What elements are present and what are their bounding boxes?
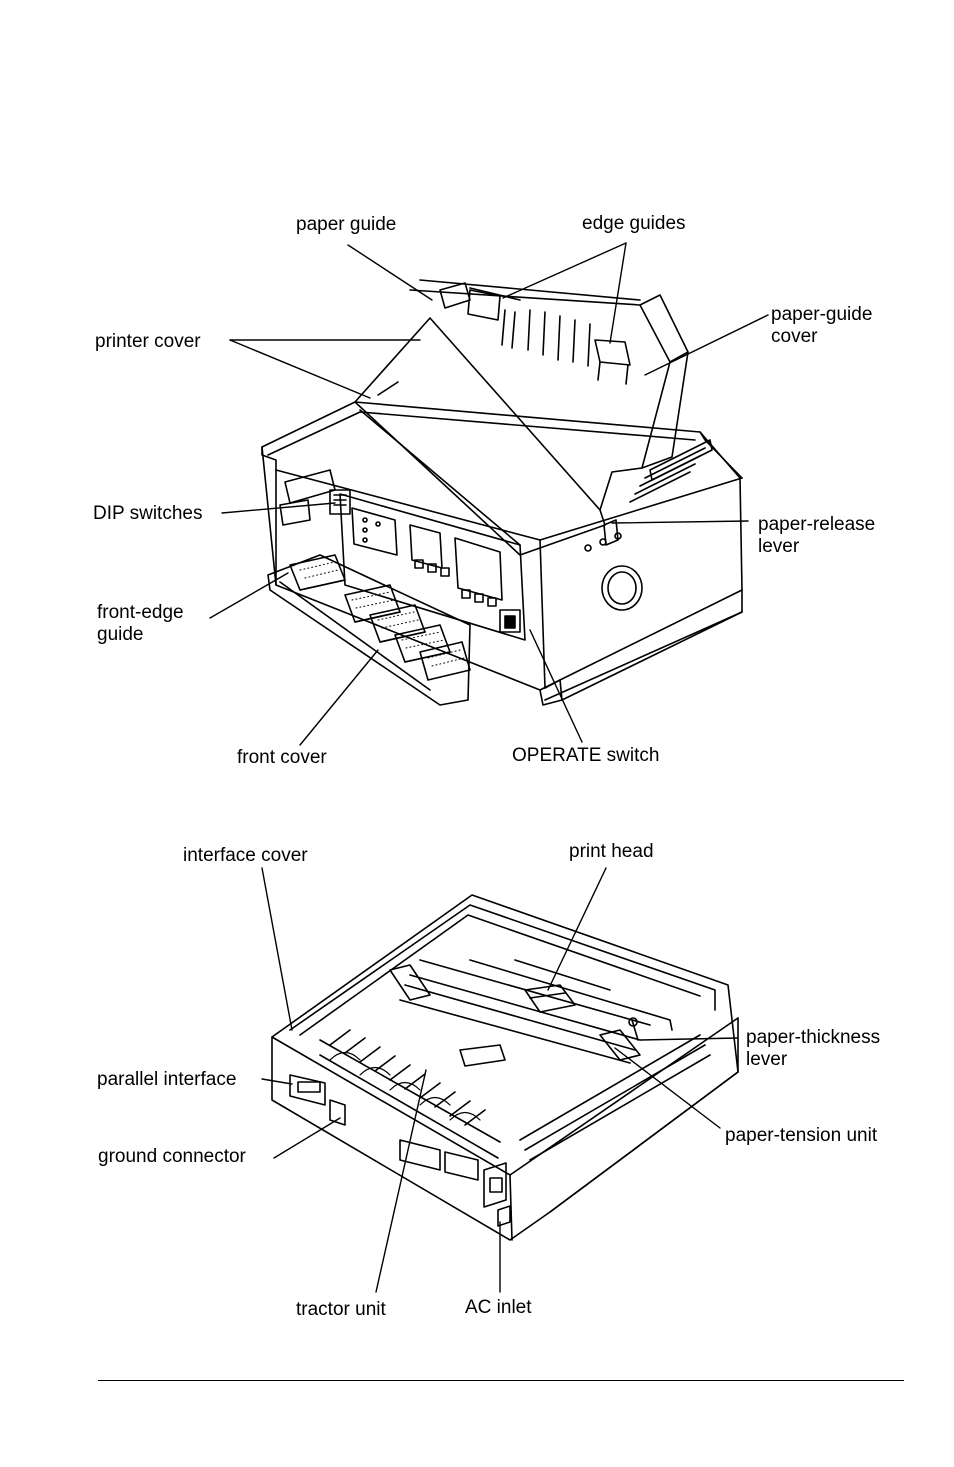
- label-paper-guide-cover: paper-guide cover: [771, 304, 873, 347]
- label-tractor-unit: tractor unit: [296, 1299, 386, 1320]
- label-paper-thickness-lever: paper-thickness lever: [746, 1027, 881, 1070]
- label-front-cover: front cover: [237, 747, 327, 768]
- label-edge-guides: edge guides: [582, 213, 686, 234]
- footer-rule: [98, 1380, 904, 1381]
- label-paper-tension-unit: paper-tension unit: [725, 1125, 878, 1146]
- label-printer-cover: printer cover: [95, 331, 201, 352]
- label-ac-inlet: AC inlet: [465, 1297, 532, 1318]
- label-front-edge-guide: front-edge guide: [97, 602, 184, 645]
- label-paper-release-lever: paper-release lever: [758, 514, 876, 557]
- printer-front-view: [261, 279, 743, 706]
- leader-lines-bottom: [261, 867, 739, 1293]
- label-ground-connector: ground connector: [98, 1146, 246, 1167]
- printer-rear-view: [271, 894, 739, 1241]
- label-dip-switches: DIP switches: [93, 503, 203, 524]
- label-operate-switch: OPERATE switch: [512, 745, 660, 766]
- leader-lines-top: [209, 242, 769, 746]
- label-interface-cover: interface cover: [183, 845, 308, 866]
- label-parallel-interface: parallel interface: [97, 1069, 237, 1090]
- label-paper-guide: paper guide: [296, 214, 397, 235]
- label-print-head: print head: [569, 841, 654, 862]
